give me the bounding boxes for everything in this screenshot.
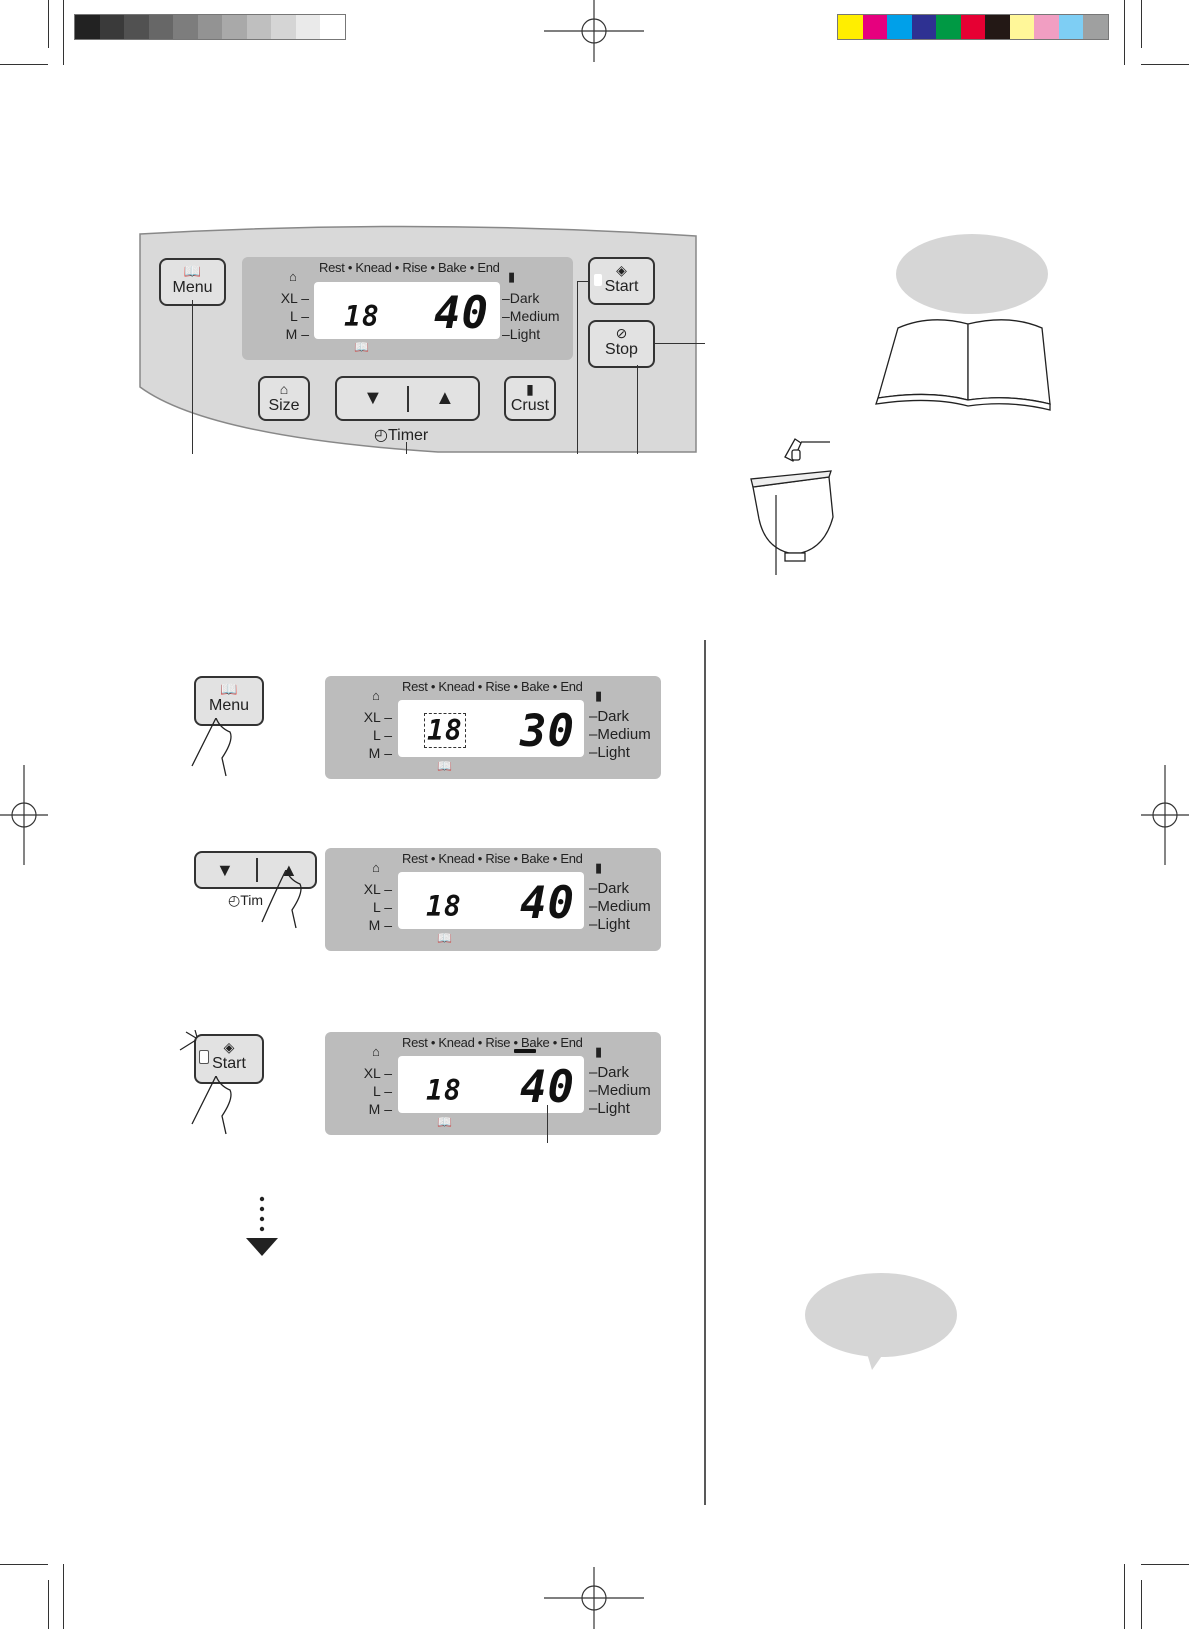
speech-bubble-tail [866, 1350, 886, 1370]
color-swatch [1034, 15, 1059, 39]
finger-press-icon [191, 718, 232, 777]
grayscale-bar [74, 14, 346, 40]
crust-button[interactable]: ▮ Crust [504, 376, 556, 421]
color-swatch [295, 15, 320, 39]
crust-icon: ▮ [508, 269, 516, 284]
finger-press-icon [261, 870, 302, 929]
loaf-size-icon: ⌂ [289, 269, 297, 284]
timer-buttons[interactable]: ▼ ▲ [335, 376, 480, 421]
color-swatch [838, 15, 863, 39]
down-arrow-icon [246, 1196, 278, 1256]
start-button[interactable]: ◈ Start [588, 257, 655, 305]
color-swatch [246, 15, 271, 39]
step2-lcd: Rest • Knead • Rise • Bake • End ⌂ XL –L… [325, 848, 661, 951]
size-button[interactable]: ⌂ Size [258, 376, 310, 421]
manual-book-illustration [875, 300, 1051, 411]
light-flash-icon [179, 1030, 198, 1051]
crust-labels: –Dark–Medium–Light [502, 290, 560, 342]
timer-label: ◴Timer [374, 427, 429, 444]
lcd-window: 18 40 [314, 282, 500, 339]
time-callout [547, 1105, 549, 1143]
color-swatch [1058, 15, 1083, 39]
start-icon: ◈ [223, 1039, 235, 1055]
speech-bubble [896, 234, 1048, 314]
bread-pan-illustration [750, 438, 834, 575]
step3-lcd: Rest • Knead • Rise • Bake • End ⌂ XL –L… [325, 1032, 661, 1135]
color-swatch [960, 15, 985, 39]
rest-stage-indicator [514, 1049, 536, 1053]
color-bar [837, 14, 1109, 40]
color-swatch [222, 15, 247, 39]
loaf-size-icon: ⌂ [372, 1044, 380, 1059]
color-swatch [1009, 15, 1034, 39]
menu-button[interactable]: 📖 Menu [159, 258, 226, 306]
color-swatch [148, 15, 173, 39]
color-swatch [887, 15, 912, 39]
color-swatch [1083, 15, 1108, 39]
menu-number-blinking: 18 [424, 713, 466, 748]
crust-icon: ▮ [595, 688, 603, 703]
crust-icon: ▮ [526, 381, 534, 397]
crust-icon: ▮ [595, 860, 603, 875]
crust-icon: ▮ [595, 1044, 603, 1059]
stop-icon: ⊘ [615, 325, 628, 341]
timer-divider [407, 386, 409, 412]
loaf-size-icon: ⌂ [372, 860, 380, 875]
step1-menu-button[interactable]: 📖 Menu [194, 676, 264, 726]
book-icon: 📖 [220, 681, 238, 697]
book-icon: 📖 [437, 759, 452, 773]
panel-lcd: Rest • Knead • Rise • Bake • End ⌂ XL –L… [242, 257, 573, 360]
step1-lcd: Rest • Knead • Rise • Bake • End ⌂ XL –L… [325, 676, 661, 779]
menu-number: 18 [344, 300, 380, 333]
loaf-size-icon: ⌂ [372, 688, 380, 703]
color-swatch [936, 15, 961, 39]
timer-up-button[interactable]: ▲ [435, 387, 455, 409]
color-swatch [911, 15, 936, 39]
start-icon: ◈ [616, 262, 627, 278]
speech-bubble [805, 1273, 957, 1357]
time-display: 40 [520, 878, 575, 929]
loaf-size-icon: ⌂ [279, 381, 289, 397]
timer-down-button[interactable]: ▼ [216, 860, 234, 880]
stop-button[interactable]: ⊘ Stop [588, 320, 655, 368]
finger-press-icon [191, 1076, 232, 1135]
start-indicator-light [594, 274, 602, 286]
color-swatch [173, 15, 198, 39]
color-swatch [197, 15, 222, 39]
clock-icon: ◴ [374, 427, 388, 444]
start-indicator-light [199, 1050, 209, 1064]
book-icon: 📖 [183, 263, 202, 279]
time-display: 40 [520, 1062, 575, 1113]
menu-number: 18 [426, 1074, 462, 1107]
book-icon: 📖 [437, 1115, 452, 1129]
timer-up-button[interactable]: ▲ [280, 860, 298, 880]
size-labels: XL –L –M – [280, 290, 309, 342]
color-swatch [75, 15, 100, 39]
color-swatch [124, 15, 149, 39]
time-display: 30 [520, 706, 575, 757]
timer-label: ◴Tim [228, 892, 264, 908]
time-display: 40 [434, 288, 489, 339]
color-swatch [99, 15, 124, 39]
color-swatch [985, 15, 1010, 39]
book-icon: 📖 [354, 340, 369, 354]
color-swatch [320, 15, 345, 39]
timer-down-button[interactable]: ▼ [363, 387, 383, 409]
menu-number: 18 [426, 890, 462, 923]
book-icon: 📖 [437, 931, 452, 945]
clock-icon: ◴ [228, 892, 241, 908]
lcd-stages: Rest • Knead • Rise • Bake • End [319, 260, 500, 275]
color-swatch [271, 15, 296, 39]
color-swatch [862, 15, 887, 39]
